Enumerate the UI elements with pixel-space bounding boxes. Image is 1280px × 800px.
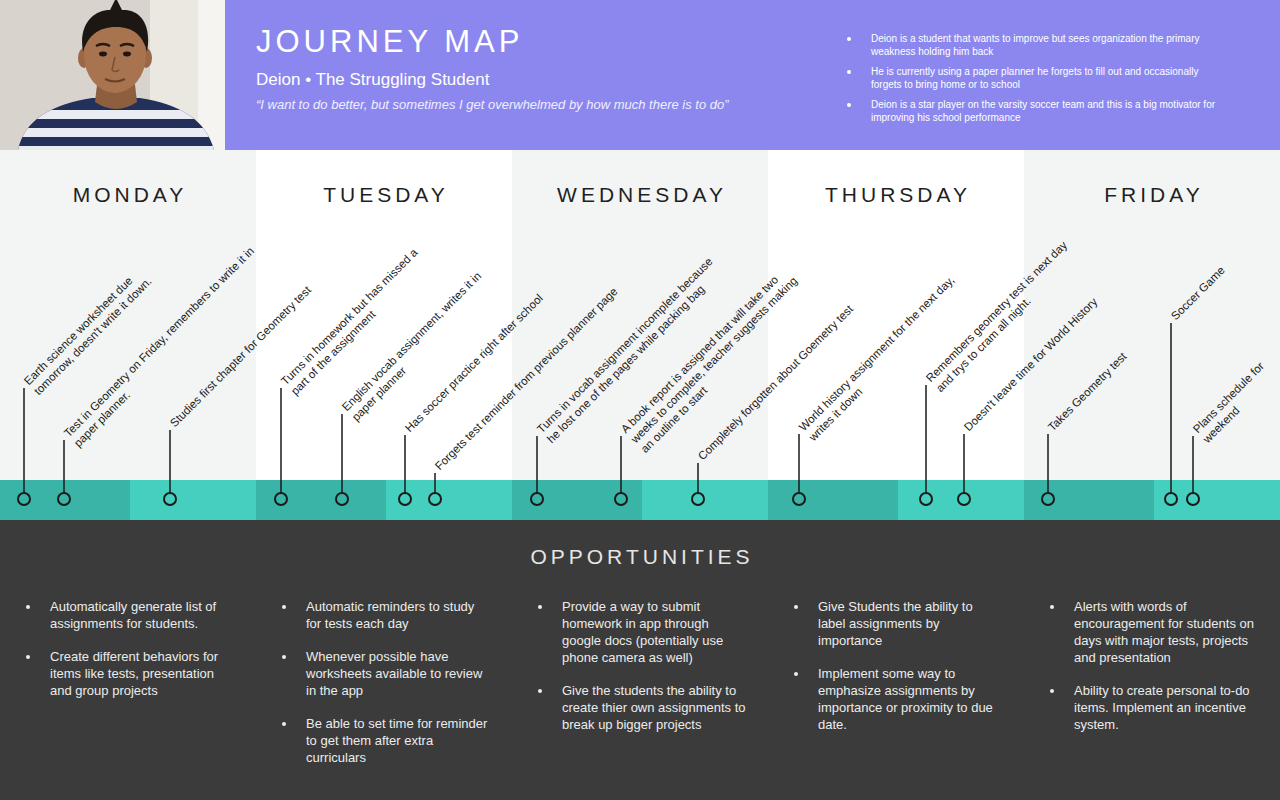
leader-line <box>341 414 343 493</box>
persona-name: Deion • The Struggling Student <box>256 70 489 90</box>
photo-brow <box>120 44 134 46</box>
day-column: TUESDAY Turns in homework but has missed … <box>256 150 512 480</box>
day-label: WEDNESDAY <box>512 182 768 208</box>
timeline-marker <box>336 493 348 505</box>
persona-header: JOURNEY MAP Deion • The Struggling Studen… <box>225 0 1280 150</box>
timeline-segment <box>130 480 256 520</box>
timeline-marker <box>1187 493 1199 505</box>
opportunity-item: Alerts with words of encouragement for s… <box>1074 598 1258 666</box>
opportunity-item: Whenever possible have worksheets availa… <box>306 648 490 699</box>
timeline-marker <box>1042 493 1054 505</box>
leader-line <box>23 388 25 493</box>
timeline-segment <box>1154 480 1280 520</box>
opportunity-item: Give the students the ability to create … <box>562 682 746 733</box>
event-label: Studies first chapter for Geometry test <box>167 268 329 430</box>
timeline-marker <box>1165 493 1177 505</box>
event-label: A book report is assigned that will take… <box>618 260 814 456</box>
leader-line <box>1170 323 1172 493</box>
leader-line <box>1047 434 1049 493</box>
persona-note: Deion is a student that wants to improve… <box>871 32 1231 58</box>
day-background <box>0 150 256 480</box>
leader-line <box>963 434 965 493</box>
photo-eye <box>123 52 131 57</box>
event-label: Takes Geometry test <box>1045 332 1147 434</box>
panel-heading: OPPORTUNITIES <box>0 544 1280 570</box>
timeline-segment <box>898 480 1024 520</box>
timeline-segment <box>642 480 768 520</box>
opportunity-item: Be able to set time for reminder to get … <box>306 715 490 766</box>
shirt-stripe <box>0 110 226 119</box>
timeline-marker <box>275 493 287 505</box>
timeline-segment <box>768 480 898 520</box>
opportunities-panel: OPPORTUNITIES Automatically generate list… <box>0 520 1280 800</box>
leader-line <box>536 436 538 493</box>
day-column: MONDAYEarth science worksheet due tomorr… <box>0 150 256 480</box>
day-column: THURSDAYWorld history assignment for the… <box>768 150 1024 480</box>
timeline-segment <box>0 480 130 520</box>
leader-line <box>63 440 65 493</box>
opportunity-column: Provide a way to submit homework in app … <box>512 586 768 800</box>
leader-line <box>697 463 699 493</box>
opportunity-item: Automatically generate list of assignmen… <box>50 598 234 632</box>
opportunity-column: Automatic reminders to study for tests e… <box>256 586 512 800</box>
event-label: Plans schedule for weekend <box>1190 355 1280 446</box>
persona-note: Deion is a star player on the varsity so… <box>871 98 1231 124</box>
day-label: THURSDAY <box>768 182 1024 208</box>
leader-line <box>925 385 927 493</box>
timeline-marker <box>920 493 932 505</box>
day-label: MONDAY <box>0 182 256 208</box>
leader-line <box>434 473 436 493</box>
timeline-marker <box>164 493 176 505</box>
day-label: TUESDAY <box>256 182 512 208</box>
timeline-segment <box>512 480 642 520</box>
day-column: WEDNESDAYTurns in vocab assignment incom… <box>512 150 768 480</box>
photo-mouth <box>105 79 125 82</box>
photo-nose <box>112 57 119 72</box>
leader-line <box>620 436 622 493</box>
event-label: Turns in homework but has missed a part … <box>278 237 439 398</box>
day-background <box>1024 150 1280 480</box>
timeline-marker <box>429 493 441 505</box>
opportunity-item: Implement some way to emphasize assignme… <box>818 665 1002 733</box>
timeline-marker <box>615 493 627 505</box>
leader-line <box>280 388 282 493</box>
opportunity-item: Ability to create personal to-do items. … <box>1074 682 1258 733</box>
opportunity-item: Give Students the ability to label assig… <box>818 598 1002 649</box>
event-label: English vocab assignment, writes it in p… <box>339 259 504 424</box>
timeline-marker <box>58 493 70 505</box>
shirt-stripe <box>0 146 226 150</box>
leader-line <box>169 430 171 493</box>
photo-brow <box>96 44 110 46</box>
timeline-marker <box>531 493 543 505</box>
event-label: Doesn't leave time for World History <box>961 272 1123 434</box>
leader-line <box>404 435 406 493</box>
shirt-stripe <box>0 128 226 137</box>
timeline-marker <box>958 493 970 505</box>
photo-eye <box>99 52 107 57</box>
opportunity-column: Automatically generate list of assignmen… <box>0 586 256 800</box>
opportunity-item: Automatic reminders to study for tests e… <box>306 598 490 632</box>
opportunity-item: Create different behaviors for items lik… <box>50 648 234 699</box>
timeline-marker <box>793 493 805 505</box>
day-label: FRIDAY <box>1024 182 1280 208</box>
opportunity-item: Provide a way to submit homework in app … <box>562 598 746 666</box>
leader-line <box>1192 436 1194 493</box>
event-label: Soccer Game <box>1168 253 1238 323</box>
persona-photo <box>0 0 226 150</box>
persona-note: He is currently using a paper planner he… <box>871 65 1231 91</box>
persona-quote: “I want to do better, but sometimes I ge… <box>256 97 836 113</box>
map-title: JOURNEY MAP <box>256 24 523 60</box>
timeline-segment <box>256 480 386 520</box>
opportunity-column: Alerts with words of encouragement for s… <box>1024 586 1280 800</box>
timeline-marker <box>692 493 704 505</box>
timeline-marker <box>18 493 30 505</box>
day-column: FRIDAY Takes Geometry test Soccer GamePlan… <box>1024 150 1280 480</box>
timeline-segment <box>1024 480 1154 520</box>
photo-hair <box>82 0 148 52</box>
leader-line <box>798 434 800 493</box>
timeline-marker <box>399 493 411 505</box>
opportunity-column: Give Students the ability to label assig… <box>768 586 1024 800</box>
